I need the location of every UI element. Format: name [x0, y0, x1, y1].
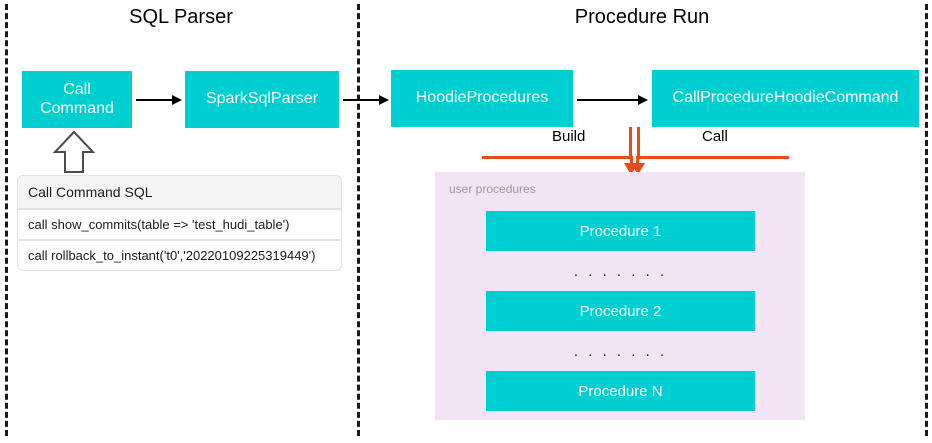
connector-build-stem: [630, 156, 633, 168]
procedure-ellipsis: . . . . . . .: [573, 342, 668, 360]
arrow-parser-to-hoodie-head: [379, 95, 389, 105]
arrow-call-command-to-parser-head: [172, 95, 182, 105]
connector-call-path: [637, 127, 789, 159]
user-procedures-panel: user procedures Procedure 1 . . . . . . …: [435, 172, 805, 420]
call-command-sql-table: Call Command SQL call show_commits(table…: [17, 175, 342, 271]
divider-right: [925, 4, 928, 436]
procedure-ellipsis: . . . . . . .: [573, 262, 668, 280]
procedure-box[interactable]: Procedure 1: [486, 211, 755, 251]
section-title-sql-parser: SQL Parser: [129, 6, 233, 28]
arrow-call-command-to-parser-line: [136, 99, 174, 101]
node-spark-sql-parser[interactable]: SparkSqlParser: [185, 71, 339, 128]
sql-table-row: call rollback_to_instant('t0','202201092…: [17, 240, 342, 271]
connector-build-path: [482, 127, 632, 159]
node-hoodie-procedures[interactable]: HoodieProcedures: [391, 70, 573, 127]
block-up-arrow-icon: [52, 130, 96, 173]
user-procedures-label: user procedures: [449, 182, 536, 196]
node-call-procedure-hoodie-command[interactable]: CallProcedureHoodieCommand: [652, 70, 919, 127]
edge-label-call: Call: [697, 128, 733, 145]
arrow-parser-to-hoodie-line: [343, 99, 381, 101]
divider-left: [5, 4, 8, 436]
section-title-procedure-run: Procedure Run: [574, 6, 710, 28]
procedure-box[interactable]: Procedure N: [486, 371, 755, 411]
connector-call-stem: [636, 156, 639, 168]
sql-table-row: call show_commits(table => 'test_hudi_ta…: [17, 209, 342, 240]
divider-middle: [357, 4, 360, 436]
edge-label-build: Build: [547, 128, 591, 145]
procedure-box[interactable]: Procedure 2: [486, 291, 755, 331]
node-call-command[interactable]: Call Command: [22, 71, 132, 128]
arrow-hoodie-to-command-line: [577, 99, 640, 101]
arrow-hoodie-to-command-head: [638, 95, 648, 105]
sql-table-header: Call Command SQL: [17, 175, 342, 209]
